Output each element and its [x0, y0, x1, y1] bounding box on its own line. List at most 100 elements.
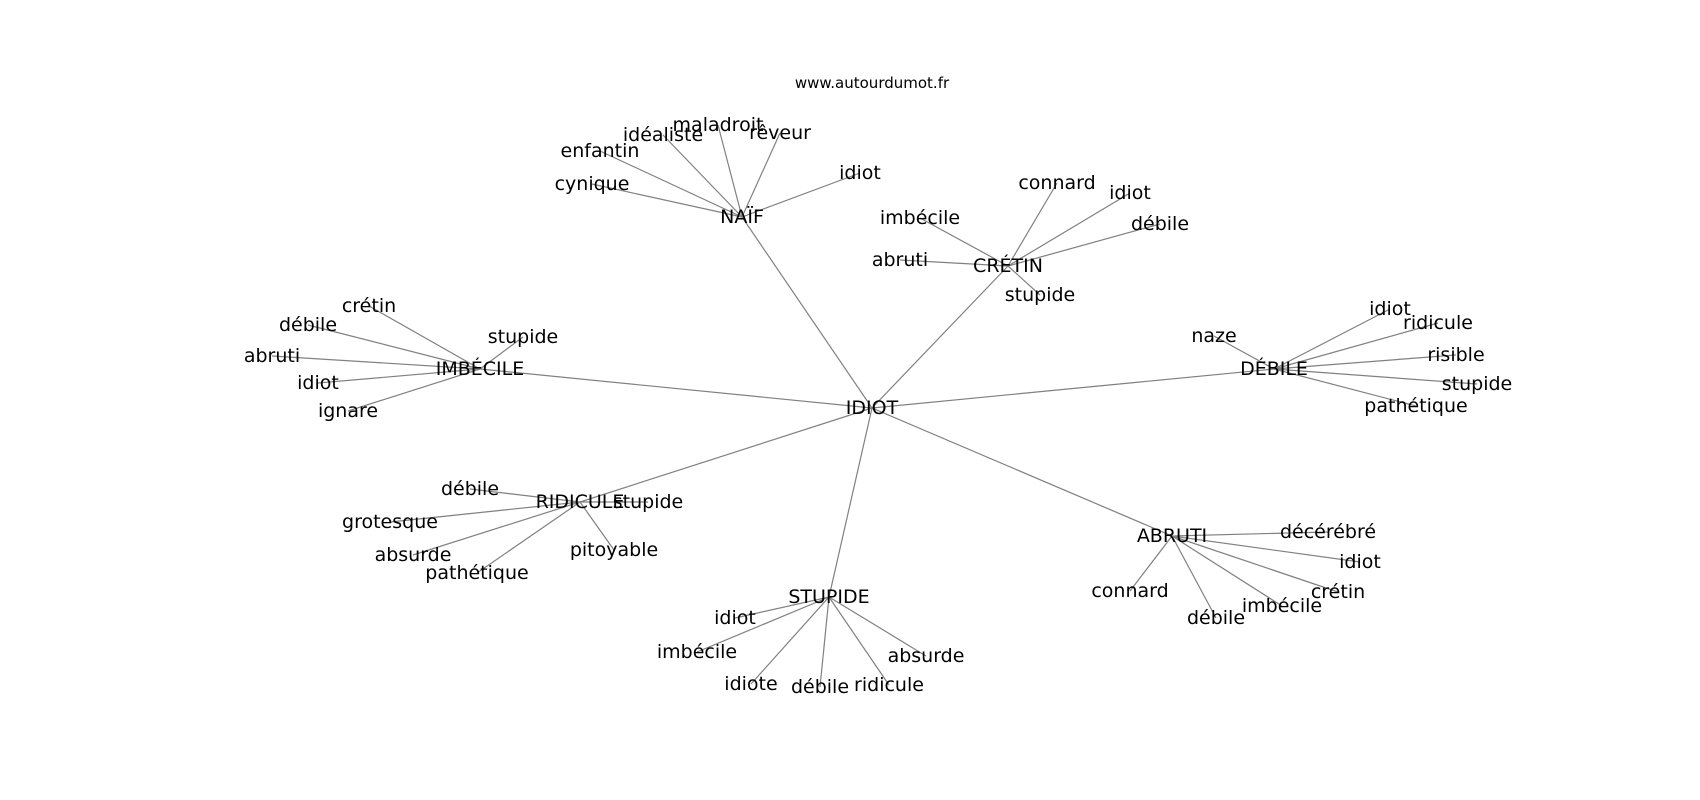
edge-stupide-debile — [819, 596, 830, 688]
edge-naif-enfantin — [599, 150, 743, 218]
edge-abruti-cretin — [1171, 535, 1339, 593]
leaf-naif-idiot: idiot — [839, 162, 881, 184]
leaf-ridicule-pitoyable: pitoyable — [570, 539, 658, 561]
leaf-imbecile-ignare: ignare — [318, 400, 378, 422]
leaf-debile-idiot: idiot — [1369, 298, 1411, 320]
edge-abruti-connard — [1129, 535, 1173, 592]
node-stupide: STUPIDE — [788, 586, 869, 608]
edge-idiot-stupide — [828, 407, 873, 598]
leaf-cretin-abruti: abruti — [872, 249, 928, 271]
edge-imbecile-stupide — [479, 336, 524, 370]
leaf-stupide-idiot: idiot — [714, 607, 756, 629]
edge-imbecile-idiot — [317, 368, 481, 384]
edge-cretin-abruti — [899, 259, 1009, 267]
edge-stupide-ridicule — [828, 596, 890, 686]
edge-ridicule-grotesque — [389, 501, 581, 523]
edge-imbecile-debile — [307, 324, 481, 370]
edge-abruti-imbecile — [1171, 535, 1283, 607]
edge-imbecile-ignare — [347, 368, 481, 412]
leaf-ridicule-stupide: stupide — [613, 491, 683, 513]
edge-stupide-idiot — [734, 596, 830, 619]
edge-cretin-imbecile — [919, 217, 1009, 267]
leaf-naif-idealiste: idéaliste — [623, 124, 703, 146]
leaf-abruti-connard: connard — [1091, 580, 1168, 602]
edge-debile-naze — [1213, 335, 1275, 370]
edge-idiot-ridicule — [579, 407, 873, 503]
source-credit: www.autourdumot.fr — [795, 74, 950, 92]
leaf-ridicule-pathetique: pathétique — [425, 562, 528, 584]
leaf-stupide-ridicule: ridicule — [854, 674, 924, 696]
leaf-abruti-debile: débile — [1187, 607, 1245, 629]
edge-naif-maladroit — [717, 124, 743, 218]
edge-ridicule-pathetique — [476, 501, 581, 574]
edge-ridicule-debile — [469, 488, 581, 503]
edge-cretin-connard — [1007, 182, 1058, 267]
node-cretin: CRÉTIN — [973, 254, 1043, 277]
edge-abruti-idiot — [1171, 535, 1361, 563]
edge-idiot-naif — [741, 216, 873, 409]
leaf-cretin-stupide: stupide — [1005, 284, 1075, 306]
edge-ridicule-absurde — [412, 501, 581, 556]
edge-debile-pathetique — [1273, 368, 1417, 407]
edge-debile-stupide — [1273, 368, 1478, 385]
edge-naif-idealiste — [662, 134, 743, 218]
leaf-imbecile-cretin: crétin — [342, 295, 396, 317]
node-ridicule: RIDICULE — [536, 491, 625, 513]
leaf-debile-stupide: stupide — [1442, 373, 1512, 395]
node-imbecile: IMBÉCILE — [436, 357, 525, 380]
leaf-imbecile-debile: débile — [279, 314, 337, 336]
edge-imbecile-cretin — [368, 305, 481, 370]
leaf-cretin-debile: débile — [1131, 213, 1189, 235]
leaf-naif-cynique: cynique — [555, 173, 630, 195]
edge-debile-risible — [1273, 354, 1457, 370]
edge-cretin-stupide — [1007, 265, 1041, 296]
edges — [271, 124, 1478, 688]
edge-ridicule-pitoyable — [579, 501, 615, 551]
leaf-stupide-debile: débile — [791, 676, 849, 698]
edge-debile-idiot — [1273, 308, 1391, 370]
edge-cretin-debile — [1007, 223, 1161, 267]
leaf-abruti-cretin: crétin — [1311, 581, 1365, 603]
edge-stupide-idiote — [750, 596, 830, 685]
edge-idiot-cretin — [871, 265, 1009, 409]
edge-abruti-decerebre — [1171, 531, 1329, 537]
leaf-naif-reveur: rêveur — [749, 122, 811, 144]
leaf-imbecile-stupide: stupide — [488, 326, 558, 348]
edge-abruti-debile — [1171, 535, 1217, 619]
leaf-debile-ridicule: ridicule — [1403, 312, 1473, 334]
leaf-stupide-imbecile: imbécile — [657, 641, 737, 663]
leaf-naif-maladroit: maladroit — [673, 114, 764, 136]
labels: IDIOT NAÏF idiot rêveurmaladroitidéalisteen… — [244, 114, 1512, 698]
leaf-stupide-absurde: absurde — [888, 645, 965, 667]
edge-idiot-abruti — [871, 407, 1173, 537]
edge-imbecile-abruti — [271, 355, 481, 370]
leaf-stupide-idiote: idiote — [724, 673, 777, 695]
leaf-debile-risible: risible — [1427, 344, 1484, 366]
leaf-naif-enfantin: enfantin — [561, 140, 640, 162]
node-abruti: ABRUTI — [1137, 525, 1207, 547]
leaf-abruti-idiot: idiot — [1339, 551, 1381, 573]
leaf-imbecile-idiot: idiot — [297, 372, 339, 394]
leaf-imbecile-abruti: abruti — [244, 345, 300, 367]
node-naif: NAÏF — [720, 205, 764, 228]
leaf-ridicule-grotesque: grotesque — [342, 511, 438, 533]
edge-naif-cynique — [591, 183, 743, 218]
edge-stupide-absurde — [828, 596, 927, 657]
leaf-cretin-imbecile: imbécile — [880, 207, 960, 229]
leaf-ridicule-debile: débile — [441, 478, 499, 500]
leaf-debile-pathetique: pathétique — [1364, 395, 1467, 417]
edge-idiot-debile — [871, 368, 1275, 409]
edge-naif-idiot — [741, 172, 861, 218]
leaf-ridicule-absurde: absurde — [375, 544, 452, 566]
edge-idiot-imbecile — [479, 368, 873, 409]
leaf-debile-naze: naze — [1191, 325, 1236, 347]
edge-cretin-idiot — [1007, 192, 1131, 267]
node-center-idiot: IDIOT — [846, 397, 899, 419]
leaf-cretin-idiot: idiot — [1109, 182, 1151, 204]
leaf-abruti-imbecile: imbécile — [1242, 595, 1322, 617]
edge-debile-ridicule — [1273, 322, 1439, 370]
leaf-abruti-decerebre: décérébré — [1280, 521, 1376, 543]
leaf-cretin-connard: connard — [1018, 172, 1095, 194]
node-debile: DÉBILE — [1240, 357, 1308, 380]
